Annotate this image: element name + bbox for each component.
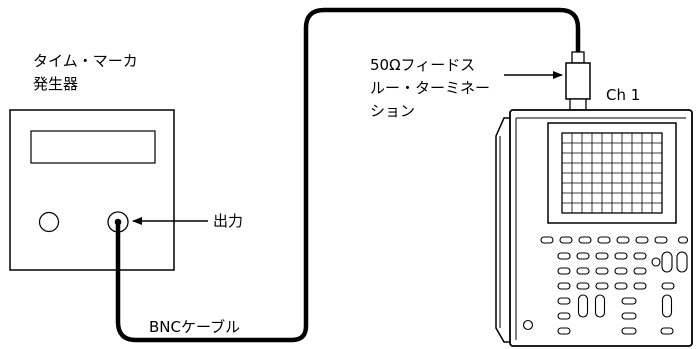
front-panel-button — [661, 282, 675, 290]
front-panel-button — [633, 282, 647, 290]
front-panel-button — [595, 282, 609, 290]
front-panel-button — [578, 236, 592, 244]
oscilloscope-side-screw — [522, 319, 534, 331]
time-marker-generator — [9, 109, 175, 271]
front-panel-rocker — [577, 294, 589, 318]
oscilloscope-button-panel — [540, 236, 689, 335]
generator-display — [30, 130, 156, 164]
termination-label-line2: ルー・ターミネー — [370, 79, 491, 97]
front-panel-button — [616, 236, 630, 244]
front-panel-button — [576, 282, 590, 290]
output-label: 出力 — [213, 212, 244, 230]
oscilloscope — [495, 109, 693, 347]
front-panel-rocker — [594, 294, 606, 318]
front-panel-button — [557, 282, 571, 290]
front-panel-rocker — [661, 294, 673, 318]
front-panel-button — [557, 312, 571, 320]
front-panel-button — [660, 327, 674, 335]
front-panel-button — [557, 252, 571, 260]
front-panel-button — [614, 282, 628, 290]
termination-label-line3: ション — [370, 102, 416, 120]
front-panel-button — [557, 327, 571, 335]
front-panel-button — [557, 267, 571, 275]
front-panel-button — [621, 327, 637, 335]
front-panel-button — [677, 236, 689, 244]
bnc-cable-label: BNCケーブル — [149, 318, 241, 336]
termination-plug — [569, 98, 587, 111]
front-panel-rocker — [661, 251, 673, 273]
front-panel-button — [557, 297, 571, 305]
generator-title-line2: 発生器 — [33, 75, 79, 93]
front-panel-button — [621, 297, 637, 305]
feedthrough-termination — [565, 51, 591, 111]
channel-label: Ch 1 — [606, 86, 641, 104]
termination-label-line1: 50Ωフィードス — [370, 56, 476, 74]
front-panel-button — [633, 252, 647, 260]
front-panel-button — [576, 267, 590, 275]
front-panel-button — [633, 267, 647, 275]
oscilloscope-screen-grid — [561, 132, 663, 214]
front-panel-button — [559, 236, 573, 244]
front-panel-button — [621, 312, 637, 320]
front-panel-button — [614, 267, 628, 275]
front-panel-button — [540, 236, 554, 244]
termination-neck — [571, 51, 585, 64]
front-panel-rocker — [676, 251, 688, 273]
generator-title-line1: タイム・マーカ — [33, 52, 138, 70]
front-panel-button — [597, 236, 611, 244]
front-panel-button — [576, 252, 590, 260]
front-panel-button — [595, 267, 609, 275]
termination-body — [565, 62, 591, 100]
front-panel-button — [635, 236, 649, 244]
front-panel-button — [614, 252, 628, 260]
generator-knob — [38, 211, 60, 233]
front-panel-button — [595, 252, 609, 260]
bnc-cable — [115, 7, 581, 343]
front-panel-knob — [651, 257, 661, 267]
front-panel-button — [654, 236, 668, 244]
